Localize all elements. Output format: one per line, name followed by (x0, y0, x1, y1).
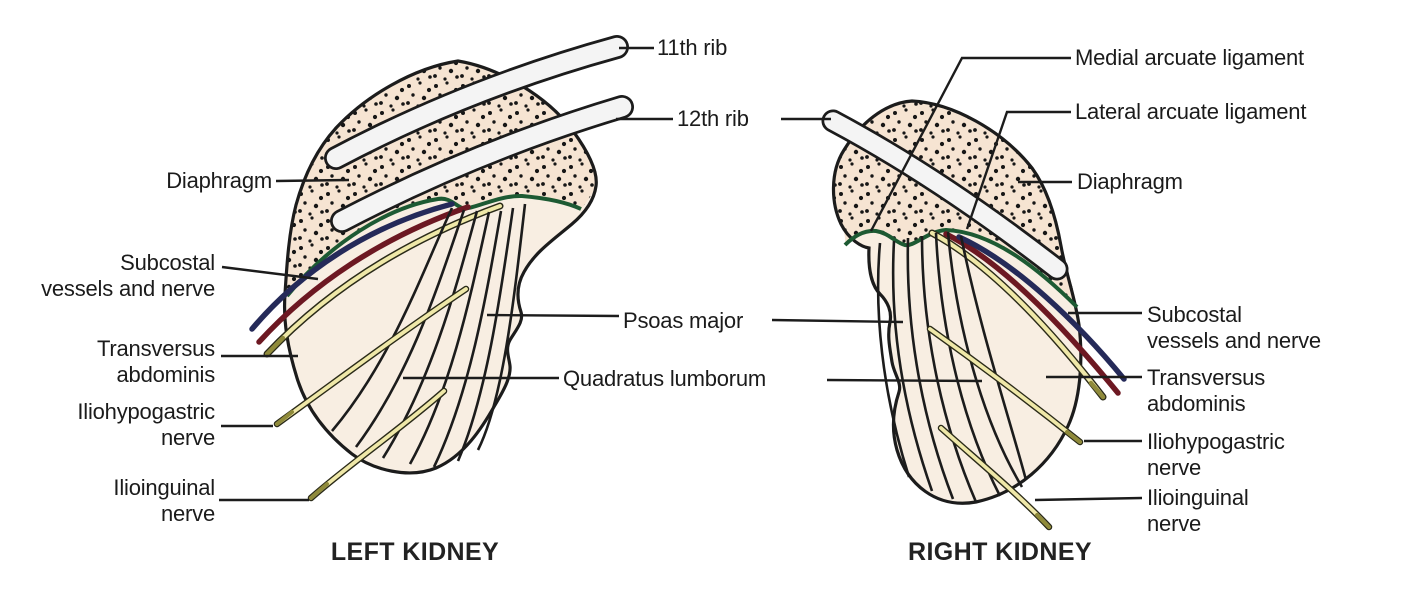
label-psoas-major: Psoas major (623, 308, 744, 333)
label-subcostal-right-line2: vessels and nerve (1147, 328, 1321, 353)
label-ilioinguinal-right-line2: nerve (1147, 511, 1202, 536)
label-transversus-right-line1: Transversus (1147, 365, 1266, 390)
label-iliohypogastric-left-line2: nerve (160, 425, 215, 450)
right-kidney-drawing (821, 99, 1127, 531)
leader-diaphragm-left (275, 178, 350, 183)
label-ilioinguinal-left: Ilioinguinal nerve (0, 475, 215, 527)
leader-quadratus-right (826, 378, 983, 383)
rib-11-left (324, 35, 629, 170)
leader-lines (219, 46, 1143, 502)
right-ilioinguinal-nerve (937, 424, 1053, 531)
label-medial-arcuate: Medial arcuate ligament (1075, 45, 1304, 70)
label-subcostal-right-line1: Subcostal (1147, 302, 1242, 327)
label-lateral-arcuate: Lateral arcuate ligament (1075, 99, 1307, 124)
label-ilioinguinal-right-line1: Ilioinguinal (1147, 485, 1249, 510)
left-muscle-fibers (331, 203, 527, 468)
leader-psoas-right (771, 318, 904, 324)
label-subcostal-left: Subcostal vessels and nerve (0, 250, 215, 302)
right-iliohypogastric-nerve (926, 325, 1084, 446)
label-iliohypogastric-right-line1: Iliohypogastric (1147, 429, 1285, 454)
label-rib12: 12th rib (677, 106, 749, 131)
label-iliohypogastric-right-line2: nerve (1147, 455, 1202, 480)
right-arcuate-line-green (843, 227, 1079, 309)
label-transversus-left-line1: Transversus (96, 336, 215, 361)
caption-left-kidney: LEFT KIDNEY (330, 538, 500, 566)
left-subcostal-artery-maroon (256, 204, 471, 345)
label-iliohypogastric-left: Iliohypogastric nerve (0, 399, 215, 451)
left-ilioinguinal-nerve (307, 387, 448, 502)
right-subcostal-artery-maroon (943, 231, 1121, 396)
leader-psoas-left (486, 313, 620, 318)
label-diaphragm-left: Diaphragm (166, 168, 272, 193)
label-iliohypogastric-left-line1: Iliohypogastric (77, 399, 215, 424)
label-ilioinguinal-left-line2: nerve (160, 501, 215, 526)
rib-12-right (821, 109, 1069, 281)
label-iliohypogastric-right: Iliohypogastric nerve (1147, 429, 1285, 481)
left-kidney-drawing (249, 35, 634, 502)
right-subcostal-vein-navy (956, 234, 1127, 382)
left-iliohypogastric-nerve (273, 285, 470, 428)
rib-12-left (330, 95, 634, 233)
leader-medial-arcuate (869, 56, 1071, 232)
label-subcostal-right: Subcostal vessels and nerve (1147, 302, 1321, 354)
label-ilioinguinal-left-line1: Ilioinguinal (113, 475, 215, 500)
left-arcuate-line-green (285, 193, 582, 298)
leader-ilioinguinal-right (1034, 496, 1143, 502)
caption-right-kidney: RIGHT KIDNEY (908, 538, 1092, 566)
left-subcostal-vein-navy (249, 201, 455, 332)
label-diaphragm-right: Diaphragm (1077, 169, 1183, 194)
label-transversus-left-line2: abdominis (116, 362, 216, 387)
right-subcostal-nerve-yellow (928, 229, 1107, 401)
leader-subcostal-left (221, 265, 319, 281)
label-subcostal-left-line2: vessels and nerve (41, 276, 215, 301)
label-transversus-right-line2: abdominis (1147, 391, 1246, 416)
label-ilioinguinal-right: Ilioinguinal nerve (1147, 485, 1249, 537)
leader-lateral-arcuate (965, 110, 1071, 230)
label-subcostal-left-line1: Subcostal (120, 250, 215, 275)
label-transversus-left: Transversus abdominis (0, 336, 215, 388)
label-quadratus-lumborum: Quadratus lumborum (563, 366, 767, 391)
label-rib11: 11th rib (657, 35, 728, 60)
label-transversus-right: Transversus abdominis (1147, 365, 1265, 417)
left-subcostal-nerve-yellow (263, 202, 504, 358)
